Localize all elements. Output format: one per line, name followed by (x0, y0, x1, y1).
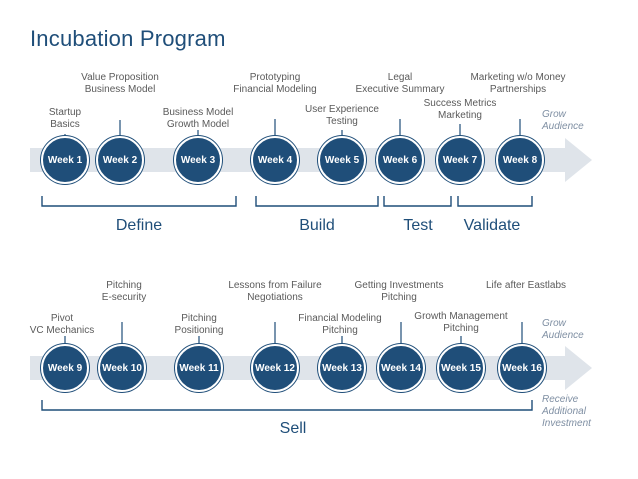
topic-week9: Pivot VC Mechanics (29, 313, 95, 336)
week-11-circle: Week 11 (175, 344, 223, 392)
week-1-circle: Week 1 (41, 136, 89, 184)
week-4-circle: Week 4 (251, 136, 299, 184)
side-note-row2-bottom: Receive Additional Investment (542, 394, 591, 429)
topic-week4: Prototyping Financial Modeling (233, 72, 317, 95)
week-6-circle: Week 6 (376, 136, 424, 184)
topic-week10: Pitching E-security (101, 280, 147, 303)
week-9-circle: Week 9 (41, 344, 89, 392)
phase-validate: Validate (463, 217, 521, 234)
topic-week15: Growth Management Pitching (414, 311, 508, 334)
topic-week13: Financial Modeling Pitching (298, 313, 382, 336)
topic-week8: Marketing w/o Money Partnerships (470, 72, 566, 95)
week-15-circle: Week 15 (437, 344, 485, 392)
topic-week2: Value Proposition Business Model (81, 72, 159, 95)
topic-week5: User Experience Testing (305, 104, 379, 127)
bracket-define (41, 196, 237, 207)
week-10-circle: Week 10 (98, 344, 146, 392)
bracket-build (255, 196, 379, 207)
week-14-circle: Week 14 (377, 344, 425, 392)
week-16-circle: Week 16 (498, 344, 546, 392)
phase-define: Define (115, 217, 163, 234)
week-7-circle: Week 7 (436, 136, 484, 184)
topic-week3: Business Model Growth Model (162, 107, 234, 130)
week-12-circle: Week 12 (251, 344, 299, 392)
side-note-row1: Grow Audience (542, 109, 584, 132)
topic-week12: Lessons from Failure Negotiations (228, 280, 322, 303)
connectors-row2 (64, 322, 523, 348)
topic-week7: Success Metrics Marketing (423, 98, 497, 121)
week-2-circle: Week 2 (96, 136, 144, 184)
week-8-circle: Week 8 (496, 136, 544, 184)
topic-week16: Life after Eastlabs (485, 280, 567, 291)
phase-test: Test (403, 217, 433, 234)
phase-brackets-row1 (41, 196, 533, 207)
side-note-row2-top: Grow Audience (542, 318, 584, 341)
bracket-test (383, 196, 452, 207)
topic-week14: Getting Investments Pitching (354, 280, 444, 303)
bracket-validate (457, 196, 533, 207)
phase-sell: Sell (279, 420, 307, 437)
phase-build: Build (299, 217, 335, 234)
bracket-sell (41, 400, 533, 411)
phase-brackets-row2 (41, 400, 533, 411)
week-5-circle: Week 5 (318, 136, 366, 184)
topic-week11: Pitching Positioning (174, 313, 224, 336)
week-3-circle: Week 3 (174, 136, 222, 184)
page-title: Incubation Program (30, 26, 226, 51)
topic-week6: Legal Executive Summary (355, 72, 445, 95)
week-13-circle: Week 13 (318, 344, 366, 392)
topic-week1: Startup Basics (48, 107, 82, 130)
